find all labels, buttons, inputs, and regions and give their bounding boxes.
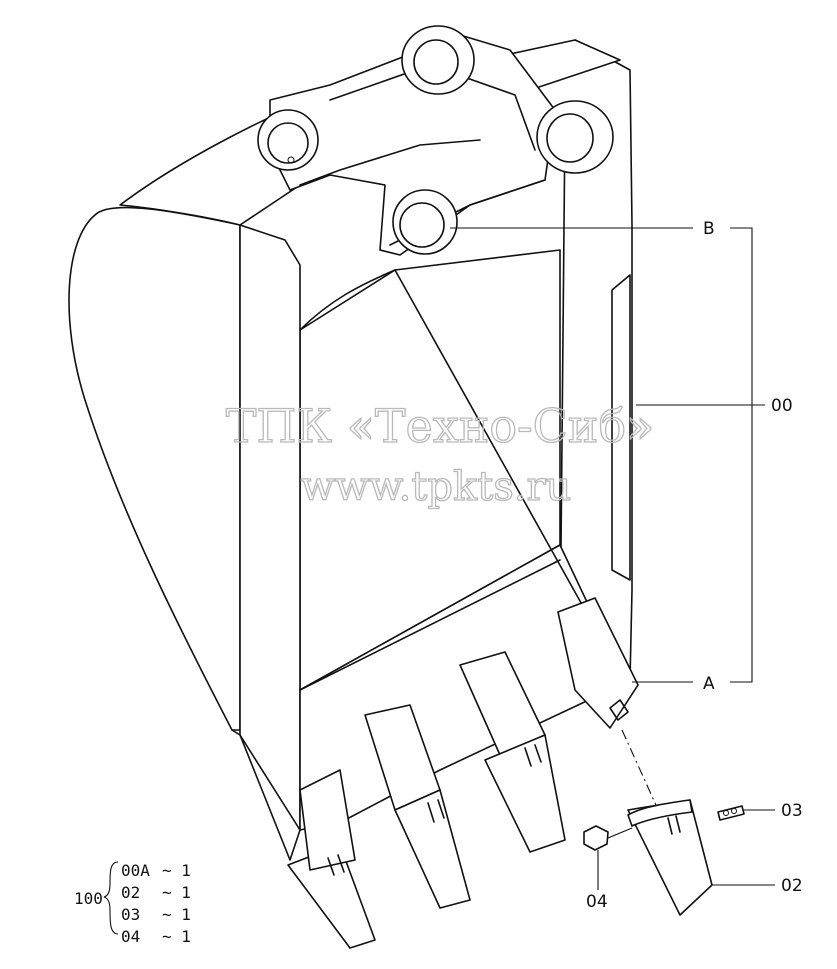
parts-list: 100 00A ~ 1 02 ~ 1 03 ~ 1 04 ~ 1 [74,861,191,946]
parts-list-row-3-part: 03 [121,905,140,924]
parts-list-assembly-number: 100 [74,889,103,908]
tooth-02 [627,799,713,916]
boss-upper-rear [401,25,475,95]
lock-pin-03 [717,805,745,821]
tooth-3 [459,651,566,853]
boss-upper-front [257,109,319,171]
watermark-line-2: www.tpkts.ru [301,464,572,510]
pin-04 [583,825,609,851]
tooth-2 [364,704,471,909]
parts-list-row-2-part: 02 [121,883,140,902]
callout-leaders [450,227,775,890]
watermark-line-1: ТПК «Техно-Сиб» [226,399,655,453]
parts-list-row-1-qty: ~ 1 [162,861,191,880]
callout-a-label: A [703,674,715,694]
parts-list-row-4-part: 04 [121,927,140,946]
callout-b-label: B [703,219,715,239]
parts-list-row-2-qty: ~ 1 [162,883,191,902]
parts-list-row-3-qty: ~ 1 [162,905,191,924]
callout-lock-pin-label: 03 [781,801,803,821]
boss-lower-rear [536,100,614,174]
tooth-pin-link-line [607,827,633,839]
callout-body-label: 00 [771,396,793,416]
bucket-body [68,25,633,861]
parts-list-brace [103,861,119,935]
tooth-1 [287,769,376,949]
tooth-4 [557,597,639,729]
callout-pin-label: 04 [586,892,608,912]
parts-list-row-1-part: 00A [121,861,150,880]
boss-lower-front [392,189,458,255]
teeth-mounted [287,597,639,949]
callout-tooth-label: 02 [781,876,803,896]
parts-list-row-4-qty: ~ 1 [162,927,191,946]
